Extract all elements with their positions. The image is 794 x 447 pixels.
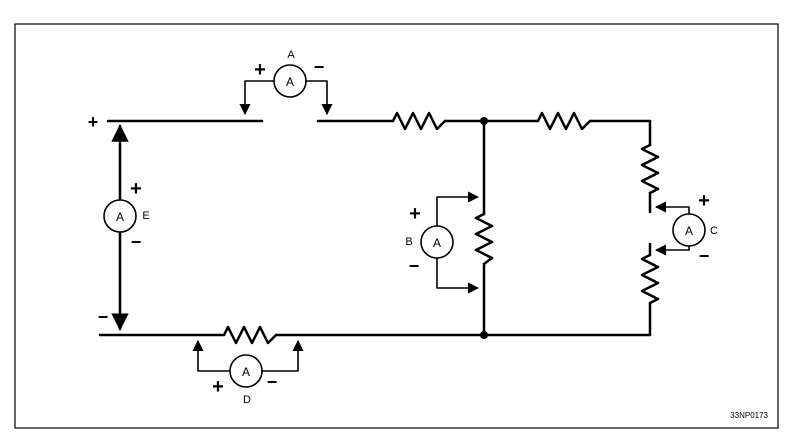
ammeter-c-minus: − [699, 246, 710, 266]
ammeter-c-circle [672, 213, 706, 247]
ammeter-b-label: B [405, 236, 412, 248]
resistor-r1 [391, 111, 447, 131]
figure-frame [14, 23, 779, 429]
ammeter-d: A D + − [212, 354, 278, 406]
ammeter-b-minus: − [409, 256, 420, 276]
ammeter-c-label: C [710, 225, 718, 237]
meter-d-lead-plus [192, 339, 230, 372]
resistor-r3 [474, 212, 494, 266]
ammeter-a-minus: − [314, 57, 325, 77]
resistor-r2 [536, 111, 592, 131]
figure-id: 33NP0173 [730, 411, 768, 420]
resistor-r6 [222, 325, 278, 345]
ammeter-b: A B + − [405, 203, 454, 276]
ammeter-d-minus: − [267, 372, 278, 392]
ammeter-d-label: D [243, 394, 251, 406]
ammeter-a: A A + − [254, 49, 325, 98]
ammeter-d-plus: + [212, 376, 224, 398]
ammeter-a-plus: + [254, 59, 266, 81]
junction-node-bottom [480, 331, 488, 339]
ammeter-a-label: A [287, 49, 295, 61]
junction-node-top [480, 117, 488, 125]
meter-a-lead-plus [239, 80, 274, 116]
resistor-r4 [640, 143, 660, 195]
ammeter-b-symbol: A [433, 236, 441, 250]
ammeter-c: A C + − [672, 190, 718, 266]
meter-d-lead-minus [262, 339, 304, 372]
meter-c-lead-plus [654, 201, 690, 214]
ammeter-e-symbol: A [116, 210, 124, 224]
ammeter-e: A E + − [103, 178, 150, 252]
ammeter-e-minus: − [131, 232, 142, 252]
source-plus-terminal: + [88, 112, 99, 132]
meter-a-lead-minus [306, 80, 333, 116]
ammeter-a-symbol: A [286, 75, 294, 89]
ammeter-e-circle [103, 199, 137, 233]
ammeter-b-circle [420, 225, 454, 259]
ammeter-c-plus: + [698, 190, 710, 212]
source-minus-terminal: − [98, 307, 109, 327]
meter-b-lead-minus [436, 258, 480, 294]
ammeter-b-plus: + [409, 203, 421, 225]
meter-b-lead-plus [436, 191, 480, 226]
ammeter-a-circle [273, 64, 307, 98]
ammeter-d-circle [229, 354, 263, 388]
ammeter-c-symbol: A [685, 224, 693, 238]
meter-c-lead-minus [654, 244, 690, 256]
ammeter-e-label: E [142, 210, 149, 222]
ammeter-e-plus: + [130, 178, 142, 200]
resistor-r5 [640, 253, 660, 305]
ammeter-d-symbol: A [242, 365, 250, 379]
